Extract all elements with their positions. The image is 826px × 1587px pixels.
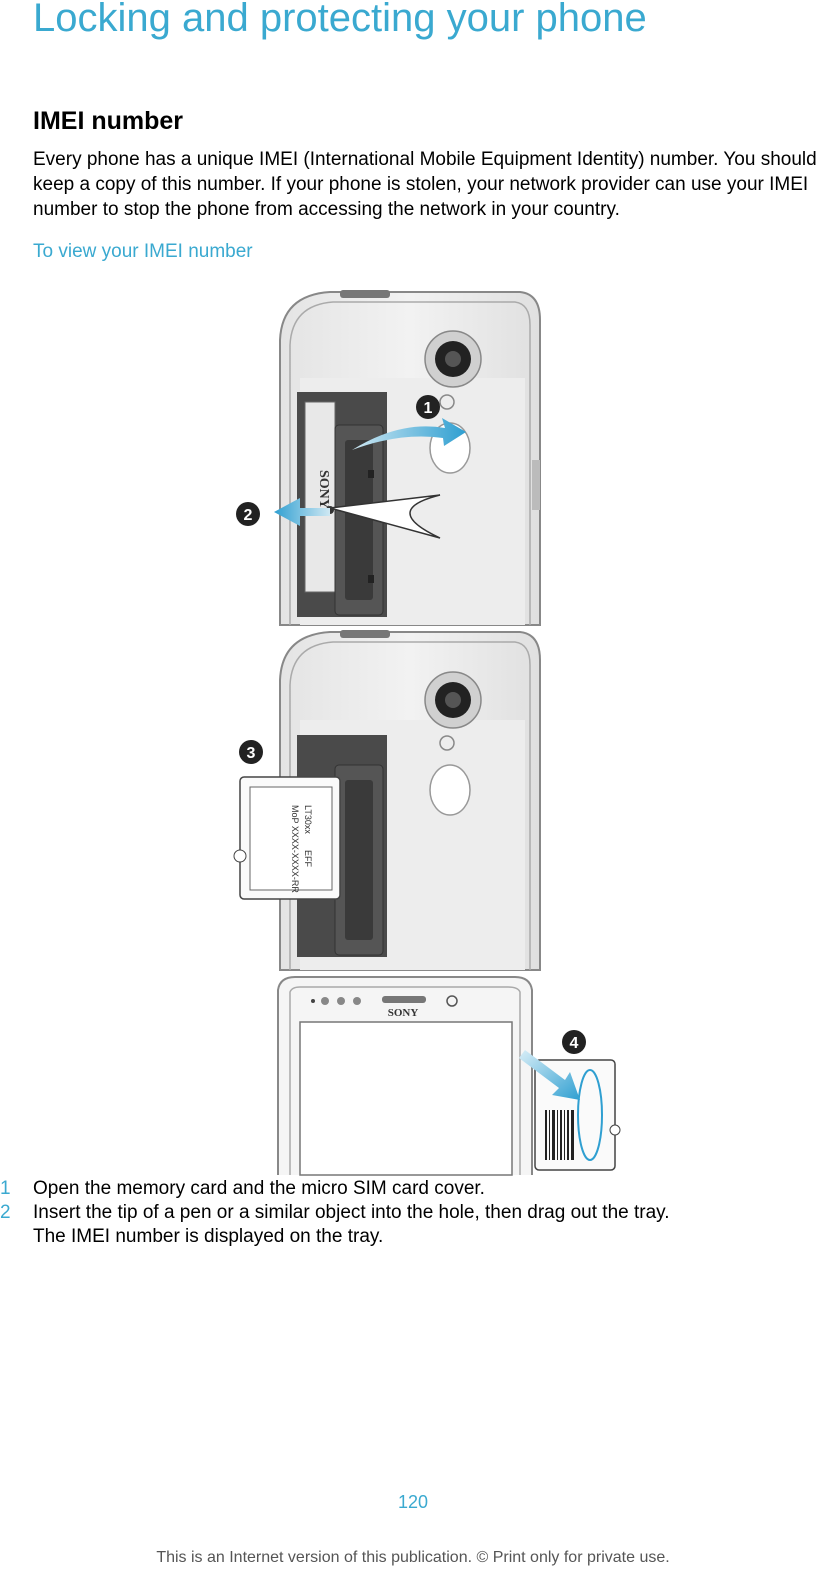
card-brand-label: SONY bbox=[316, 470, 331, 509]
section-heading: IMEI number bbox=[33, 107, 184, 135]
footer-notice: This is an Internet version of this publ… bbox=[156, 1549, 670, 1566]
page-number: 120 bbox=[397, 1492, 429, 1512]
step-note: The IMEI number is displayed on the tray… bbox=[33, 1226, 384, 1247]
tray-code: EFF bbox=[303, 850, 313, 868]
phone-back-tray-out: LT30xx EFF MoP XXXX-XXXX-RR 3 bbox=[233, 630, 541, 971]
procedure-heading: To view your IMEI number bbox=[33, 241, 253, 262]
step-text: Insert the tip of a pen or a similar obj… bbox=[33, 1202, 670, 1223]
phone-back-open-cover: SONY 1 2 bbox=[236, 290, 541, 626]
page-title: Locking and protecting your phone bbox=[33, 0, 647, 40]
intro-paragraph: Every phone has a unique IMEI (Internati… bbox=[33, 149, 817, 220]
imei-barcode bbox=[545, 1110, 574, 1160]
step-number: 2 bbox=[0, 1202, 11, 1223]
phone-front-with-tray: SONY 4 bbox=[277, 976, 621, 1176]
callout-2: 2 bbox=[244, 507, 253, 524]
tray-model: LT30xx bbox=[303, 805, 313, 834]
front-brand-label: SONY bbox=[388, 1007, 419, 1019]
callout-3: 3 bbox=[247, 745, 256, 762]
tray-serial: MoP XXXX-XXXX-RR bbox=[290, 805, 300, 893]
step-number: 1 bbox=[0, 1178, 11, 1199]
step-text: Open the memory card and the micro SIM c… bbox=[33, 1178, 485, 1199]
callout-4: 4 bbox=[570, 1035, 579, 1052]
imei-illustration: SONY 1 2 LT30xx EFF bbox=[233, 290, 621, 1176]
callout-1: 1 bbox=[424, 400, 433, 417]
